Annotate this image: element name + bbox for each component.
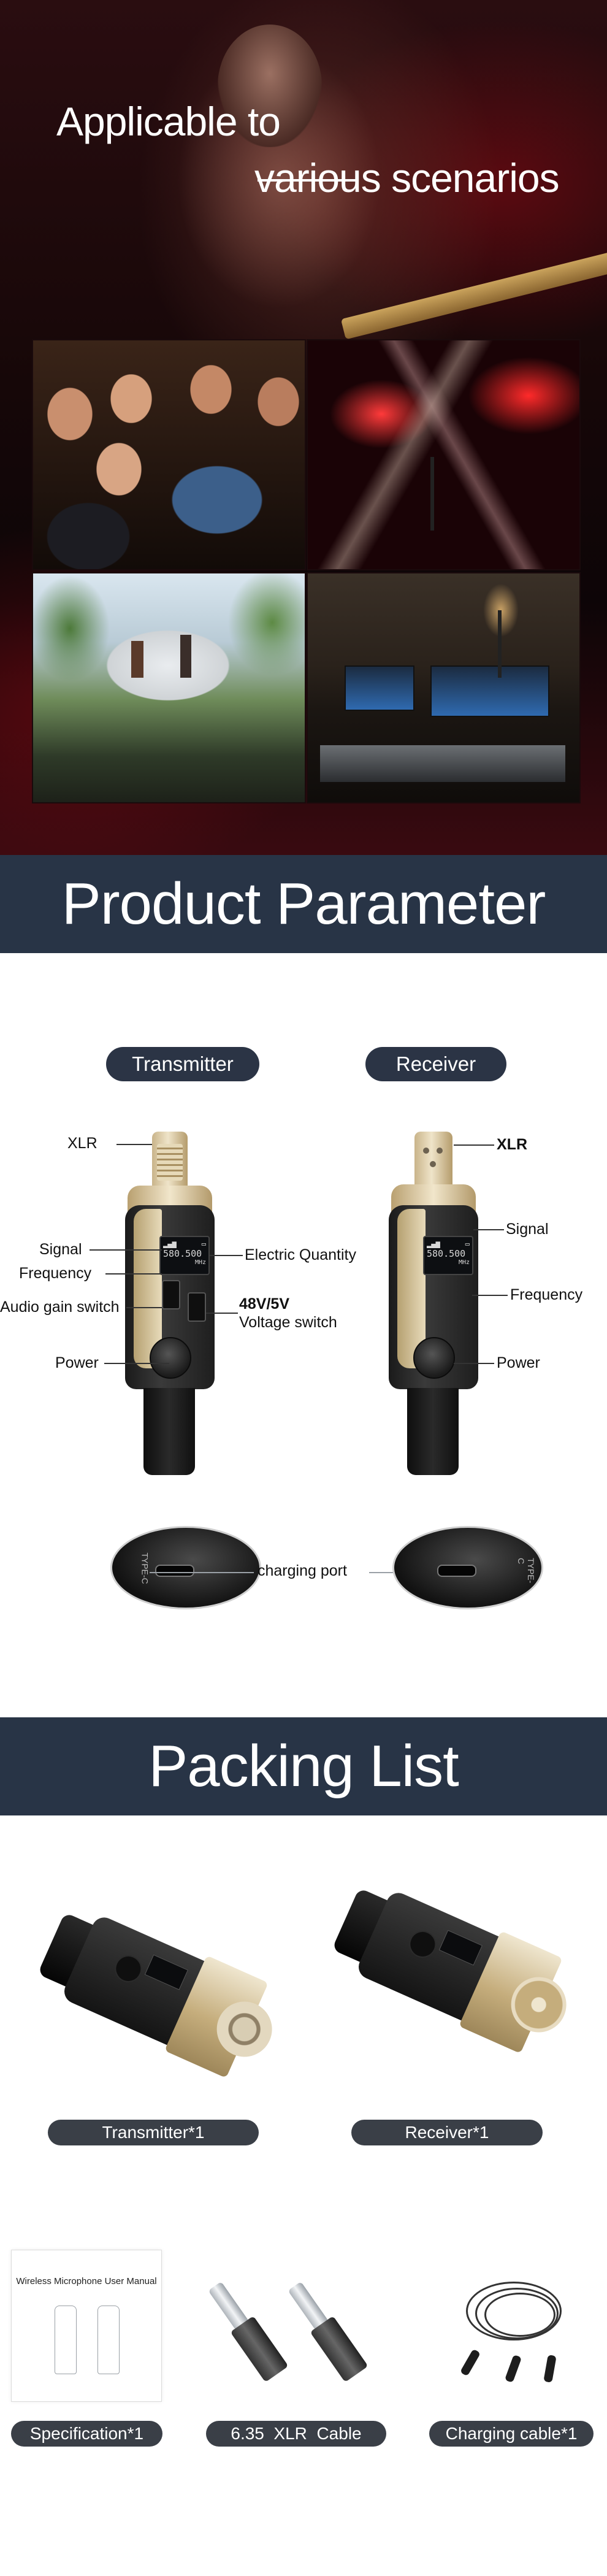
scene-outdoor-stage-photo (32, 572, 306, 803)
hero-title-line2: various scenarios (254, 155, 560, 201)
hero-title-line1: Applicable to (56, 99, 281, 144)
receiver-power-button[interactable] (413, 1337, 455, 1379)
tx-signal-label: Signal (39, 1241, 82, 1258)
charging-cable-item-label: Charging cable*1 (429, 2421, 594, 2447)
tx-voltage-switch-label: Voltage switch (239, 1314, 337, 1331)
tx-xlr-label: XLR (67, 1135, 97, 1152)
specification-item-label: Specification*1 (11, 2421, 162, 2447)
rx-signal-label: Signal (506, 1221, 549, 1238)
receiver-screen-unit: MHz (458, 1259, 470, 1266)
xlr-cable-image (208, 2269, 386, 2398)
usb-c-port (155, 1565, 194, 1577)
scene-concert-photo (307, 339, 581, 570)
rx-xlr-label: XLR (497, 1136, 527, 1153)
title-underline (258, 179, 356, 182)
battery-icon: ▭ (465, 1240, 470, 1248)
rx-charging-port-zoom: TYPE-C (392, 1526, 543, 1609)
tx-power-label: Power (55, 1354, 99, 1371)
transmitter-device: ▂▄▆ ▭ 580.500 MHz (123, 1132, 215, 1475)
transmitter-product-image (28, 1896, 285, 2091)
signal-icon: ▂▄▆ (163, 1240, 177, 1248)
tx-voltage-value: 48V/5V (239, 1295, 290, 1313)
voltage-switch[interactable] (188, 1292, 206, 1322)
tx-frequency-label: Frequency (19, 1265, 92, 1282)
tx-audio-gain-label: Audio gain switch (0, 1298, 120, 1316)
receiver-screen-frequency: 580.500 (427, 1248, 466, 1259)
scene-party-photo (32, 339, 306, 570)
rx-power-label: Power (497, 1354, 540, 1371)
packing-list-banner: Packing List (0, 1717, 607, 1815)
receiver-product-image (322, 1871, 579, 2067)
battery-icon: ▭ (201, 1240, 206, 1248)
manual-title: Wireless Microphone User Manual (16, 2276, 157, 2287)
xlr-female-connector (152, 1132, 188, 1188)
transmitter-screen-frequency: 580.500 (163, 1248, 202, 1259)
product-parameter-banner: Product Parameter (0, 855, 607, 953)
rx-frequency-label: Frequency (510, 1286, 583, 1303)
rx-port-tag: TYPE-C (516, 1558, 536, 1584)
tx-electric-quantity-label: Electric Quantity (245, 1246, 357, 1263)
receiver-device: ▂▄▆ ▭ 580.500 MHz (386, 1132, 478, 1475)
tx-charging-port-zoom: TYPE-C (110, 1526, 261, 1609)
user-manual-image: Wireless Microphone User Manual (11, 2250, 162, 2402)
product-parameter-heading: Product Parameter (61, 871, 546, 937)
receiver-title-pill: Receiver (365, 1047, 506, 1081)
transmitter-screen-unit: MHz (194, 1259, 206, 1266)
transmitter-tail (143, 1388, 195, 1475)
packing-list-heading: Packing List (148, 1733, 459, 1799)
signal-icon: ▂▄▆ (427, 1240, 440, 1248)
charging-cable-image (441, 2269, 589, 2398)
guitarist-head (218, 25, 322, 147)
charging-port-label: charging port (258, 1562, 347, 1579)
receiver-item-label: Receiver*1 (351, 2120, 543, 2145)
xlr-male-connector (414, 1132, 452, 1187)
transmitter-title-pill: Transmitter (106, 1047, 259, 1081)
xlr-cable-item-label: 6.35 XLR Cable (206, 2421, 386, 2447)
scenarios-hero: Applicable to various scenarios (0, 0, 607, 859)
receiver-screen: ▂▄▆ ▭ 580.500 MHz (423, 1236, 473, 1275)
receiver-tail (407, 1388, 459, 1475)
tx-port-tag: TYPE-C (140, 1552, 150, 1584)
scene-studio-photo (307, 572, 581, 803)
transmitter-power-button[interactable] (150, 1337, 191, 1379)
audio-gain-switch[interactable] (162, 1280, 180, 1309)
usb-c-port (437, 1565, 476, 1577)
transmitter-item-label: Transmitter*1 (48, 2120, 259, 2145)
transmitter-screen: ▂▄▆ ▭ 580.500 MHz (159, 1236, 210, 1275)
